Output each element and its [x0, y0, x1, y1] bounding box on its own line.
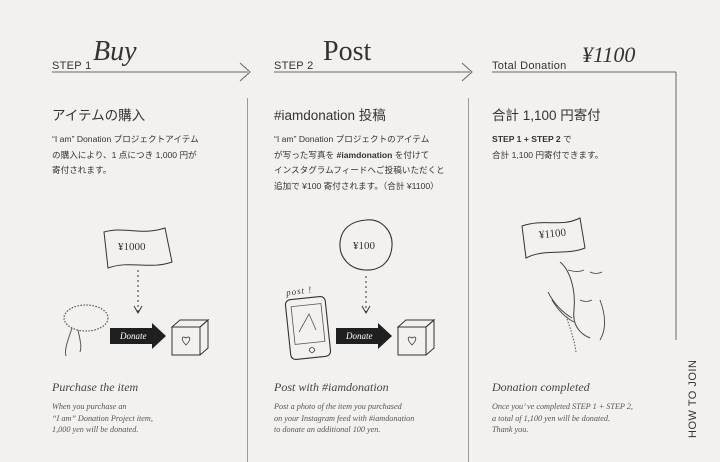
step1-caption-body: When you purchase an “I am” Donation Pro… [52, 402, 153, 434]
step2-script-title: Post [323, 36, 372, 67]
divider-1 [247, 98, 248, 462]
total-body: STEP 1 + STEP 2 で 合計 1,100 円寄付できます。 [492, 134, 604, 160]
total-label: Total Donation [492, 60, 567, 72]
step1-note-label: ¥1000 [118, 241, 146, 253]
divider-2 [468, 98, 469, 462]
step2-coin-label: ¥100 [353, 240, 375, 252]
step2-body: “I am” Donation プロジェクトのアイテム が写った写真を #iam… [274, 134, 445, 191]
step1-body: “I am” Donation プロジェクトアイテム の購入により、1 点につき… [52, 134, 199, 175]
donate-label-1: Donate [120, 331, 147, 341]
step1-script-title: Buy [93, 36, 137, 67]
step1-title: アイテムの購入 [52, 108, 146, 123]
step1-label: STEP 1 [52, 60, 92, 72]
step2-label: STEP 2 [274, 60, 314, 72]
how-to-join-label: HOW TO JOIN [687, 359, 699, 438]
total-caption-body: Once you’ ve completed STEP 1 + STEP 2, … [492, 402, 633, 434]
donate-label-2: Donate [346, 331, 373, 341]
hashtag-bold: #iamdonation [336, 149, 393, 160]
step1-caption-title: Purchase the item [52, 380, 139, 394]
total-title: 合計 1,100 円寄付 [492, 108, 601, 123]
step2-title: #iamdonation 投稿 [274, 108, 386, 123]
total-caption-title: Donation completed [492, 380, 590, 394]
step2-caption-title: Post with #iamdonation [274, 380, 389, 394]
total-script-title: ¥1100 [582, 42, 636, 67]
total-body-bold: STEP 1 + STEP 2 [492, 134, 561, 144]
step2-caption-body: Post a photo of the item you purchased o… [274, 402, 415, 434]
